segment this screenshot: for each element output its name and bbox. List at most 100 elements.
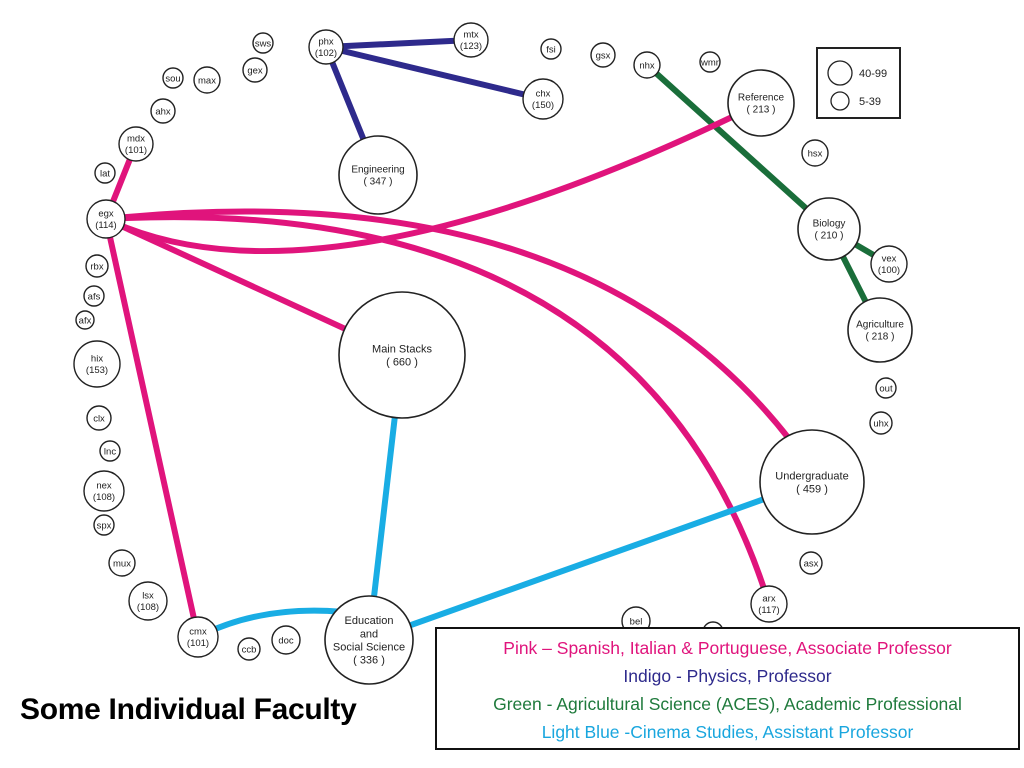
node-bel-label: bel [630,616,643,627]
node-egx[interactable]: egx(114) [86,199,126,239]
node-education-label3: Social Science [333,641,405,653]
node-gex-circle [242,57,268,83]
node-biology[interactable]: Biology( 210 ) [797,197,861,261]
node-clx[interactable]: clx [86,405,112,431]
node-mainstacks[interactable]: Main Stacks( 660 ) [338,291,466,419]
node-nhx-circle [633,51,661,79]
node-lat[interactable]: lat [94,162,116,184]
node-reference-label: Reference [738,93,785,104]
node-out-circle [875,377,897,399]
node-fsi[interactable]: fsi [540,38,562,60]
edge-egx-undergraduate [103,208,793,443]
node-vex-count: (100) [878,265,900,276]
node-education-label: Education [345,615,394,627]
node-arx[interactable]: arx(117) [750,585,788,623]
node-uhx[interactable]: uhx [869,411,893,435]
edge-phx-mtx [323,37,474,50]
edge-egx-cmx [103,216,201,640]
node-chx[interactable]: chx(150) [522,78,564,120]
node-lnc[interactable]: lnc [99,440,121,462]
node-rbx[interactable]: rbx [85,254,109,278]
node-lnc-label: lnc [104,446,116,457]
node-mux-label: mux [113,558,131,569]
node-lsx[interactable]: lsx(108) [128,581,168,621]
node-asx-label: asx [804,558,819,569]
node-ccb[interactable]: ccb [237,637,261,661]
node-undergraduate-circle [759,429,865,535]
node-cmx[interactable]: cmx(101) [177,616,219,658]
node-ahx-circle [150,98,176,124]
node-reference[interactable]: Reference( 213 ) [727,69,795,137]
node-doc-circle [271,625,301,655]
node-wmr-label: wmr [700,57,719,68]
node-afs-label: afs [88,291,101,302]
node-cmx-label: cmx [189,627,207,638]
node-out-label: out [879,383,893,394]
node-arx-count: (117) [758,605,779,616]
node-sou-label: sou [165,73,180,84]
node-arx-label: arx [762,594,775,605]
size-legend-small-circle [830,91,850,111]
node-hix[interactable]: hix(153) [73,340,121,388]
node-ccb-circle [237,637,261,661]
node-wmr-circle [699,51,721,73]
node-out[interactable]: out [875,377,897,399]
node-cmx-count: (101) [187,638,209,649]
node-lsx-circle [128,581,168,621]
node-clx-label: clx [93,413,105,424]
node-mdx-label: mdx [127,134,145,145]
node-gex-label: gex [247,65,263,76]
node-fsi-label: fsi [546,44,556,55]
node-doc[interactable]: doc [271,625,301,655]
node-chx-count: (150) [532,100,554,111]
node-education-circle [324,595,414,685]
node-gex[interactable]: gex [242,57,268,83]
node-phx[interactable]: phx(102) [308,29,344,65]
node-agriculture[interactable]: Agriculture( 218 ) [847,297,913,363]
legend-indigo: Indigo - Physics, Professor [623,666,832,686]
node-wmr[interactable]: wmr [699,51,721,73]
node-gsx[interactable]: gsx [590,42,616,68]
node-sou-circle [162,67,184,89]
node-hix-count: (153) [86,365,108,376]
node-asx[interactable]: asx [799,551,823,575]
node-spx[interactable]: spx [93,514,115,536]
node-max[interactable]: max [193,66,221,94]
edge-nhx-biology [644,62,832,232]
node-hsx[interactable]: hsx [801,139,829,167]
node-hix-circle [73,340,121,388]
node-nex[interactable]: nex(108) [83,470,125,512]
size-legend-large-label: 40-99 [859,68,887,80]
node-mdx-count: (101) [125,145,147,156]
node-sou[interactable]: sou [162,67,184,89]
node-nhx[interactable]: nhx [633,51,661,79]
node-ahx[interactable]: ahx [150,98,176,124]
node-mtx-circle [453,22,489,58]
node-hsx-circle [801,139,829,167]
node-clx-circle [86,405,112,431]
node-sws[interactable]: sws [252,32,274,54]
node-reference-circle [727,69,795,137]
node-mtx[interactable]: mtx(123) [453,22,489,58]
node-biology-label: Biology [813,219,846,230]
node-afs-circle [83,285,105,307]
node-engineering[interactable]: Engineering( 347 ) [338,135,418,215]
node-mux[interactable]: mux [108,549,136,577]
node-egx-count: (114) [95,220,116,231]
node-arx-circle [750,585,788,623]
node-spx-label: spx [97,520,112,531]
node-vex[interactable]: vex(100) [870,245,908,283]
node-gsx-circle [590,42,616,68]
node-undergraduate[interactable]: Undergraduate( 459 ) [759,429,865,535]
node-ahx-label: ahx [155,106,171,117]
node-afs[interactable]: afs [83,285,105,307]
node-biology-circle [797,197,861,261]
node-engineering-label: Engineering [351,165,404,176]
node-mdx[interactable]: mdx(101) [118,126,154,162]
legend-green: Green - Agricultural Science (ACES), Aca… [493,694,962,714]
node-mainstacks-count: ( 660 ) [386,356,418,368]
size-legend-large-circle [827,60,853,86]
node-afx[interactable]: afx [75,310,95,330]
